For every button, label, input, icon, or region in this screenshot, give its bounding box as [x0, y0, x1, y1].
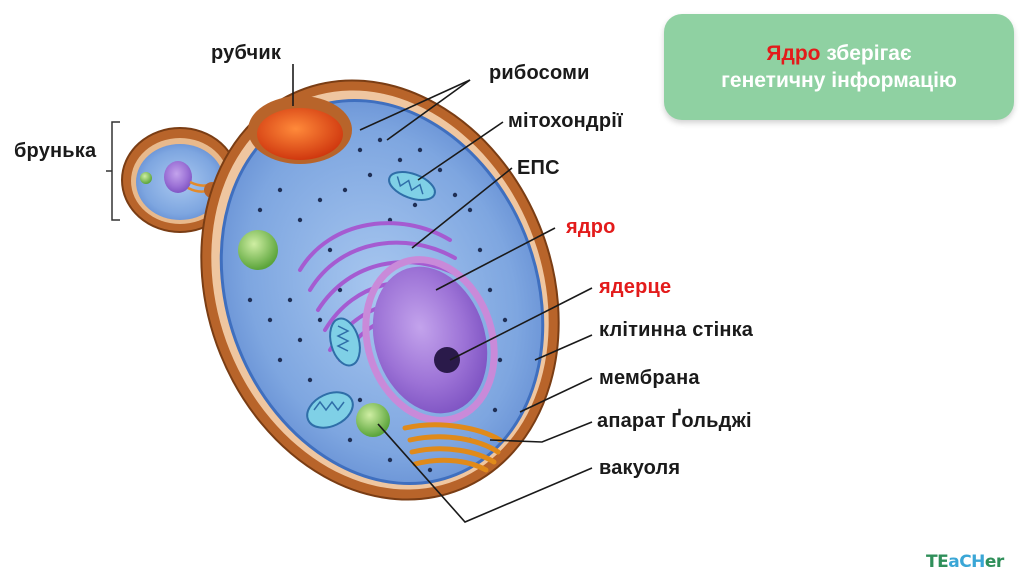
- label-vakuolia: вакуоля: [599, 457, 680, 480]
- nucleolus: [434, 347, 460, 373]
- callout-text: Ядро зберігає генетичну інформацію: [721, 40, 957, 95]
- label-rubchyk: рубчик: [211, 42, 281, 65]
- bud-bracket: [112, 122, 120, 220]
- label-ribosomy: рибосоми: [489, 62, 590, 85]
- label-eps: ЕПС: [517, 157, 560, 180]
- logo-part2: aCH: [948, 552, 985, 572]
- label-yadro: ядро: [566, 216, 616, 239]
- callout-box: Ядро зберігає генетичну інформацію: [664, 14, 1014, 120]
- bud-scar: [248, 96, 352, 164]
- callout-line2: генетичну інформацію: [721, 69, 957, 92]
- label-klitynna-stinka: клітинна стінка: [599, 319, 753, 342]
- teacher-logo: TEaCHer: [926, 552, 1004, 572]
- callout-line1: зберігає: [821, 42, 912, 65]
- label-brunka: брунька: [14, 140, 96, 163]
- logo-part1: TE: [926, 552, 948, 572]
- label-mitokhondrii: мітохондрії: [508, 110, 623, 133]
- vacuole: [238, 230, 278, 270]
- label-aparat-goldzhi: апарат Ґольджі: [597, 410, 752, 433]
- callout-highlight: Ядро: [766, 42, 820, 65]
- logo-part3: er: [985, 552, 1004, 572]
- label-membrana: мембрана: [599, 367, 700, 390]
- label-yadertse: ядерце: [599, 276, 671, 299]
